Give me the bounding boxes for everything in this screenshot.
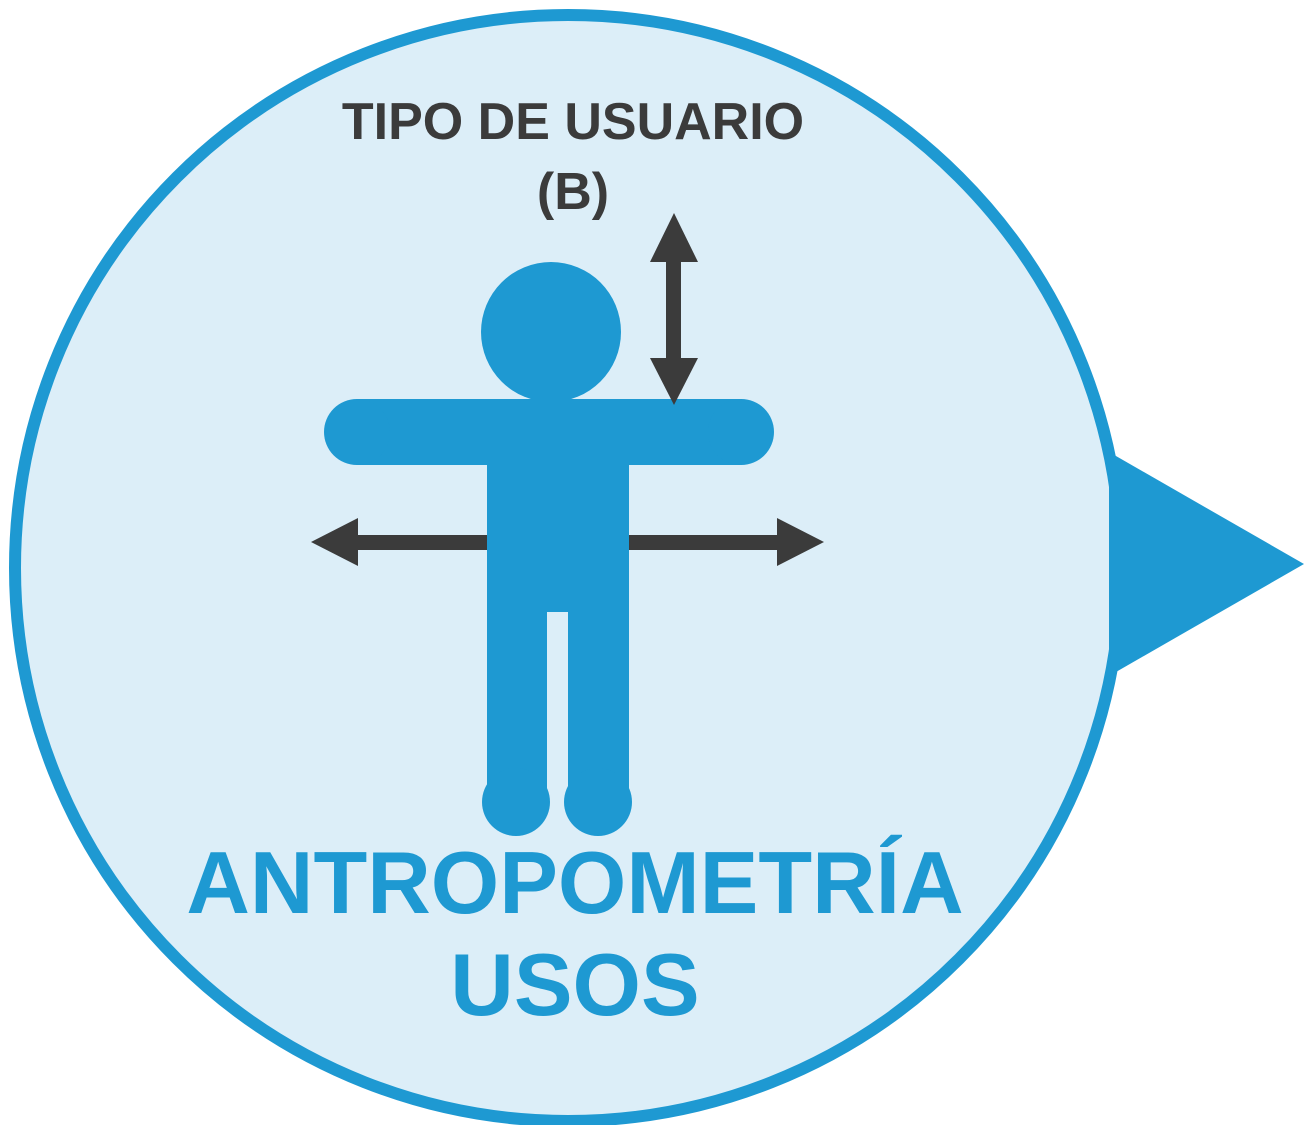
double-arrow-vertical-icon <box>650 213 698 405</box>
arrow-shaft-right <box>629 535 778 550</box>
footer-line-1: ANTROPOMETRÍA <box>186 833 963 932</box>
footer-line-2: USOS <box>450 935 699 1034</box>
arrow-head-up <box>650 213 698 262</box>
person-left-hand <box>324 399 390 465</box>
person-torso <box>487 460 629 612</box>
person-left-foot <box>482 768 550 836</box>
header-line-1: TIPO DE USUARIO <box>342 93 804 151</box>
person-right-foot <box>564 768 632 836</box>
person-icon <box>324 262 774 836</box>
double-arrow-horizontal-icon <box>311 518 824 566</box>
arrow-shaft-left <box>356 535 487 550</box>
person-arms <box>357 399 740 465</box>
person-head <box>481 262 621 402</box>
arrow-head-down <box>650 358 698 405</box>
person-right-hand <box>708 399 774 465</box>
arrow-head-left <box>311 518 358 566</box>
triangle-pointer-icon <box>1109 452 1304 676</box>
header-line-2: (B) <box>537 163 609 221</box>
arrow-head-right <box>777 518 824 566</box>
arrow-shaft-vertical <box>666 260 681 360</box>
